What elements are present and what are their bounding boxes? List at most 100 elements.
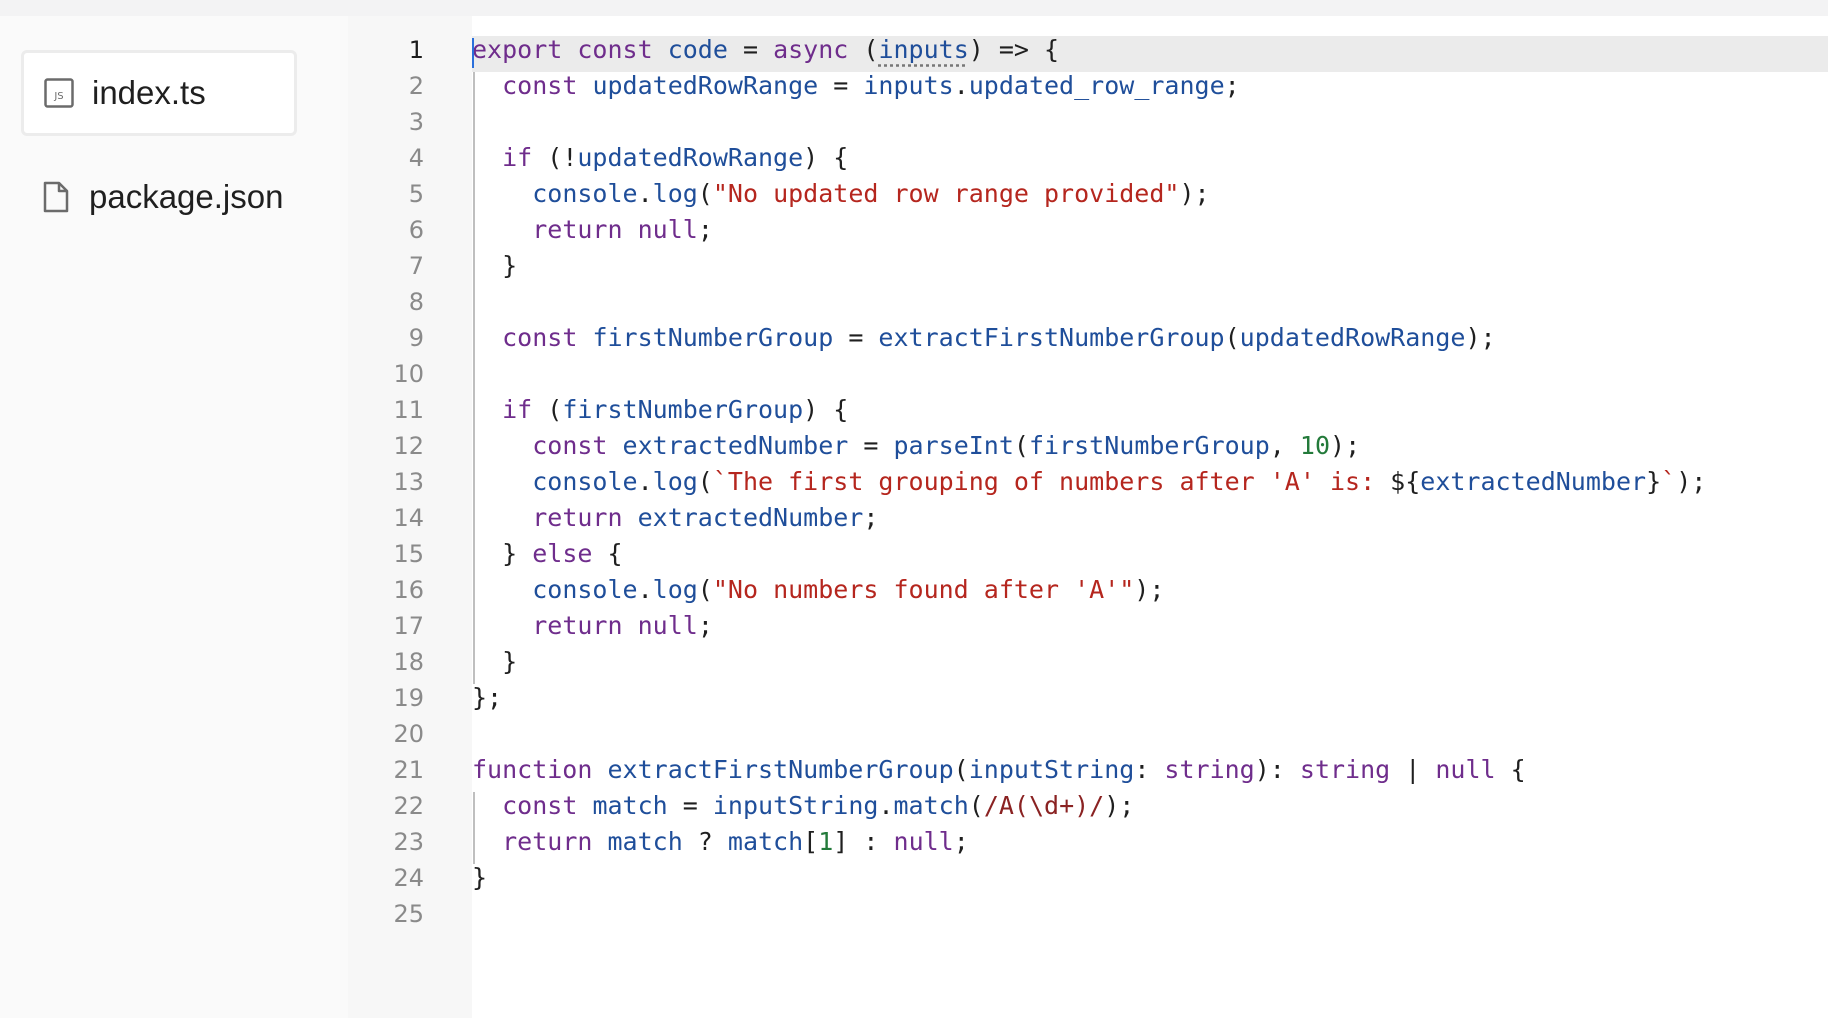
code-token [472,323,502,352]
code-token: extractFirstNumberGroup [607,755,954,784]
code-token: ( [1224,323,1240,352]
code-token [472,395,502,424]
code-editor[interactable] [472,16,1828,1018]
file-item-package-json[interactable]: package.json [21,154,297,240]
code-token: match [607,827,683,856]
code-line[interactable]: 8 [348,284,1828,320]
code-token: inputs [878,35,969,64]
code-token: ? [682,827,728,856]
code-line[interactable]: 24} [348,860,1828,896]
code-line[interactable]: 5 console.log("No updated row range prov… [348,176,1828,212]
code-line[interactable]: 7 } [348,248,1828,284]
code-token: parseInt [893,431,1014,460]
code-line[interactable]: 25 [348,896,1828,932]
code-token: console [532,467,638,496]
code-line[interactable]: 17 return null; [348,608,1828,644]
code-token: return [532,215,623,244]
code-token: ): [1254,755,1300,784]
code-token: firstNumberGroup [592,323,834,352]
code-token: match [592,791,668,820]
code-line[interactable]: 22 const match = inputString.match(/A(\d… [348,788,1828,824]
code-line[interactable]: 18 } [348,644,1828,680]
code-token: string [1164,755,1255,784]
code-token: ; [1224,71,1240,100]
code-token: ); [1465,323,1496,352]
code-line[interactable]: 9 const firstNumberGroup = extractFirstN… [348,320,1828,356]
code-line[interactable]: 2 const updatedRowRange = inputs.updated… [348,68,1828,104]
code-token: = [667,791,713,820]
code-token: updatedRowRange [1239,323,1466,352]
code-token: ( [1013,431,1029,460]
code-token [562,35,577,64]
code-token: ` [1661,467,1677,496]
code-text: console.log("No updated row range provid… [472,176,1209,212]
code-line[interactable]: 10 [348,356,1828,392]
code-token: ); [1134,575,1165,604]
code-token: match [893,791,969,820]
code-line[interactable]: 14 return extractedNumber; [348,500,1828,536]
code-token: updatedRowRange [577,143,804,172]
code-token: const [532,431,608,460]
code-token: (! [532,143,578,172]
code-text: }; [472,680,502,716]
code-line[interactable]: 23 return match ? match[1] : null; [348,824,1828,860]
code-text: function extractFirstNumberGroup(inputSt… [472,752,1526,788]
code-token: ( [697,467,713,496]
line-number: 1 [408,36,424,64]
code-token [577,71,592,100]
code-token [592,827,607,856]
code-token [472,611,532,640]
code-token: `The first grouping of numbers after 'A'… [712,467,1391,496]
code-line[interactable]: 11 if (firstNumberGroup) { [348,392,1828,428]
code-text: const match = inputString.match(/A(\d+)/… [472,788,1134,824]
code-token: if [502,143,533,172]
code-token: const [502,323,578,352]
code-token [592,755,607,784]
code-line[interactable]: 4 if (!updatedRowRange) { [348,140,1828,176]
code-line[interactable]: 20 [348,716,1828,752]
code-line[interactable]: 15 } else { [348,536,1828,572]
line-number: 13 [393,468,424,496]
code-token: ${ [1390,467,1421,496]
line-number-gutter [348,16,472,1018]
code-token: ) { [803,395,849,424]
code-token: : [1134,755,1165,784]
code-token [472,467,532,496]
code-line[interactable]: 19}; [348,680,1828,716]
code-token: = [848,431,894,460]
file-item-index-ts[interactable]: JS index.ts [21,50,297,136]
line-number: 22 [393,792,424,820]
code-text: export const code = async (inputs) => { [472,32,1059,68]
code-line[interactable]: 1 export const code = async (inputs) => { [348,32,1828,68]
code-token: ); [1676,467,1707,496]
line-number: 8 [408,288,424,316]
code-token: if [502,395,533,424]
code-token: , [1269,431,1300,460]
line-number: 9 [408,324,424,352]
code-token: return [532,503,623,532]
code-token: /A(\d+)/ [983,791,1105,820]
code-token: ); [1104,791,1135,820]
code-token: ( [532,395,563,424]
code-token: } [472,539,533,568]
code-line[interactable]: 3 [348,104,1828,140]
code-line[interactable]: 13 console.log(`The first grouping of nu… [348,464,1828,500]
code-line[interactable]: 6 return null; [348,212,1828,248]
code-token: } [472,251,518,280]
code-token: "No updated row range provided" [712,179,1180,208]
file-explorer-sidebar: JS index.ts package.json [0,16,348,1018]
file-label: package.json [89,178,284,215]
code-token [623,611,638,640]
code-token: const [502,71,578,100]
code-token: = [818,71,864,100]
code-token: ; [953,827,969,856]
indent-guide [473,792,475,864]
code-token: 10 [1299,431,1331,460]
code-token: firstNumberGroup [562,395,804,424]
code-line[interactable]: 12 const extractedNumber = parseInt(firs… [348,428,1828,464]
svg-text:JS: JS [53,91,63,102]
line-number: 5 [408,180,424,208]
code-line[interactable]: 16 console.log("No numbers found after '… [348,572,1828,608]
code-lines[interactable]: 1 export const code = async (inputs) => {… [348,32,1828,932]
